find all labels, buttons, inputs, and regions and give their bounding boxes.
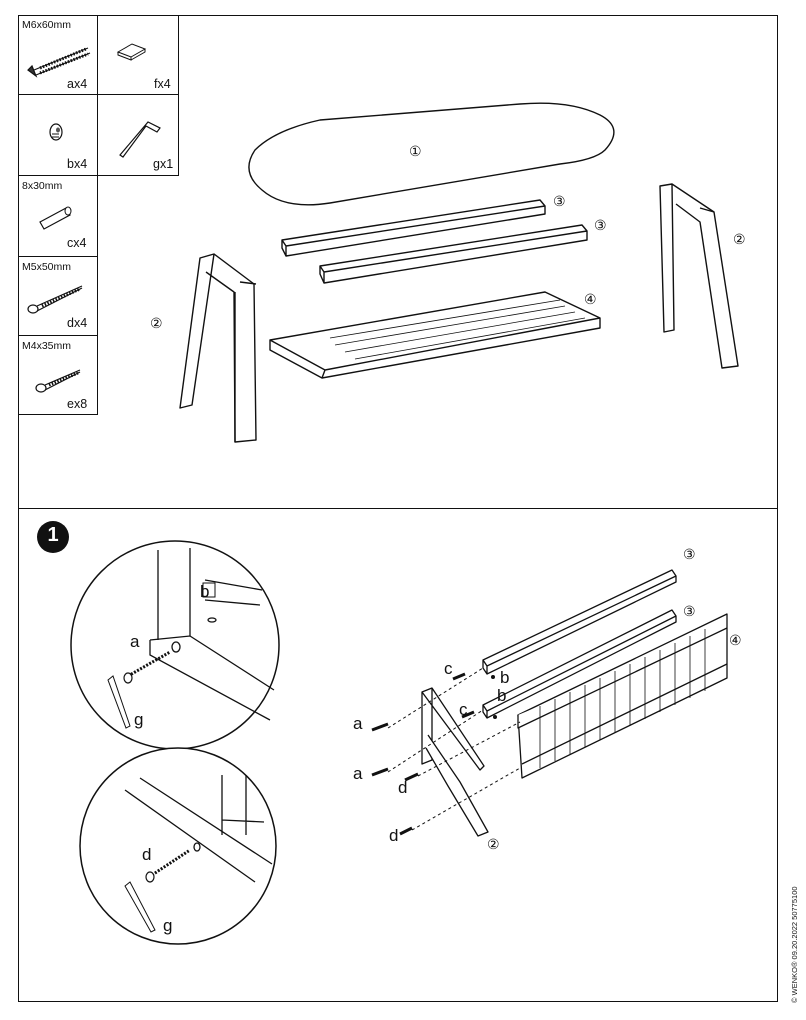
hardware-size-a: M6x60mm — [22, 19, 72, 31]
hardware-qty-b: bx4 — [67, 157, 88, 171]
letter-g-detail: g — [134, 710, 144, 729]
hardware-size-c: 8x30mm — [22, 180, 63, 192]
table-top-part — [248, 102, 615, 206]
letter-d-detail: d — [142, 845, 152, 864]
hardware-cell-f — [97, 15, 179, 95]
hardware-qty-e: ex8 — [67, 397, 88, 411]
letter-b-upper: b — [500, 668, 510, 687]
letter-b-detail: b — [200, 582, 210, 601]
part-label-shelf-b: ④ — [729, 633, 742, 649]
bolt-a-detail — [123, 650, 171, 684]
hardware-cell-d — [18, 256, 98, 336]
part-label-top: ① — [409, 144, 422, 160]
letter-c-lower: c — [459, 700, 468, 719]
hardware-cell-b — [18, 94, 98, 176]
letter-a-detail: a — [130, 632, 140, 651]
hardware-qty-c: cx4 — [67, 236, 87, 250]
letter-d-lower: d — [389, 826, 399, 845]
hardware-cell-g — [97, 94, 179, 176]
letter-d-upper: d — [398, 778, 408, 797]
part-label-rail-1: ③ — [553, 194, 566, 210]
step-number: 1 — [47, 524, 59, 546]
leg-part-right — [659, 183, 739, 369]
rail-part-lower — [319, 224, 588, 284]
part-label-rail-b: ③ — [683, 604, 696, 620]
letter-c-upper: c — [444, 659, 453, 678]
hardware-qty-a: ax4 — [67, 77, 88, 91]
letter-a-upper: a — [353, 714, 363, 733]
copyright-note: © WENKO® 09.20.2022 50775100 — [790, 886, 799, 1003]
letter-a-lower: a — [353, 764, 363, 783]
part-label-leg-b: ② — [487, 837, 500, 853]
letter-b-lower: b — [497, 686, 507, 705]
part-label-shelf: ④ — [584, 292, 597, 308]
letter-g-detail-2: g — [163, 916, 173, 935]
part-label-rail-a: ③ — [683, 547, 696, 563]
shelf-part — [269, 291, 601, 379]
step-1-panel — [18, 508, 778, 1002]
hardware-qty-g: gx1 — [153, 157, 174, 171]
hardware-size-e: M4x35mm — [22, 340, 72, 352]
hardware-size-d: M5x50mm — [22, 261, 72, 273]
hardware-cell-a — [18, 15, 98, 95]
allen-key-g-detail — [107, 675, 131, 729]
part-label-leg-right: ② — [733, 232, 746, 248]
hardware-qty-d: dx4 — [67, 316, 88, 330]
part-label-leg-left: ② — [150, 316, 163, 332]
rail-part-upper — [281, 199, 546, 257]
allen-key-g-detail-2 — [124, 881, 156, 933]
hardware-cell-c — [18, 175, 98, 257]
part-label-rail-2: ③ — [594, 218, 607, 234]
leg-part-left — [179, 253, 257, 443]
hardware-cell-e — [18, 335, 98, 415]
screw-d-detail — [145, 848, 191, 883]
hardware-qty-f: fx4 — [154, 77, 171, 91]
